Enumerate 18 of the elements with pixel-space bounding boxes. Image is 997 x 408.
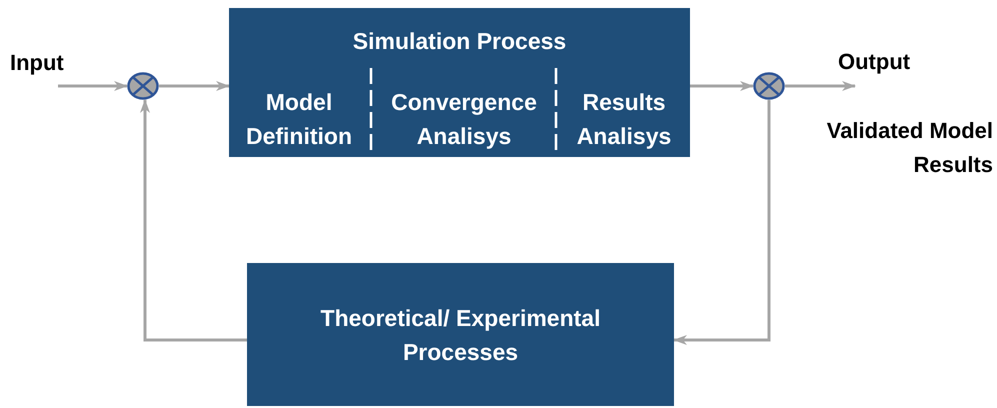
arrow bbox=[673, 100, 770, 345]
node-text: Simulation Process bbox=[352, 27, 566, 56]
arrow bbox=[58, 81, 128, 91]
node-text: Convergence Analisys bbox=[390, 88, 538, 151]
node-text: Theoretical/ Experimental Processes bbox=[320, 304, 602, 366]
process-box bbox=[229, 8, 690, 157]
signal-label: Input bbox=[10, 46, 80, 86]
arrow bbox=[140, 99, 247, 342]
arrow bbox=[159, 81, 230, 91]
signal-label: Output bbox=[838, 45, 923, 86]
process-box bbox=[247, 263, 674, 406]
summing-junction bbox=[753, 72, 785, 100]
node-text: Model Definition bbox=[244, 88, 354, 151]
text-label: Validated Model Results bbox=[826, 117, 993, 179]
arrow bbox=[690, 81, 754, 91]
node-text: Results Analisys bbox=[576, 88, 672, 151]
arrow bbox=[785, 81, 856, 91]
summing-junction bbox=[127, 72, 159, 100]
